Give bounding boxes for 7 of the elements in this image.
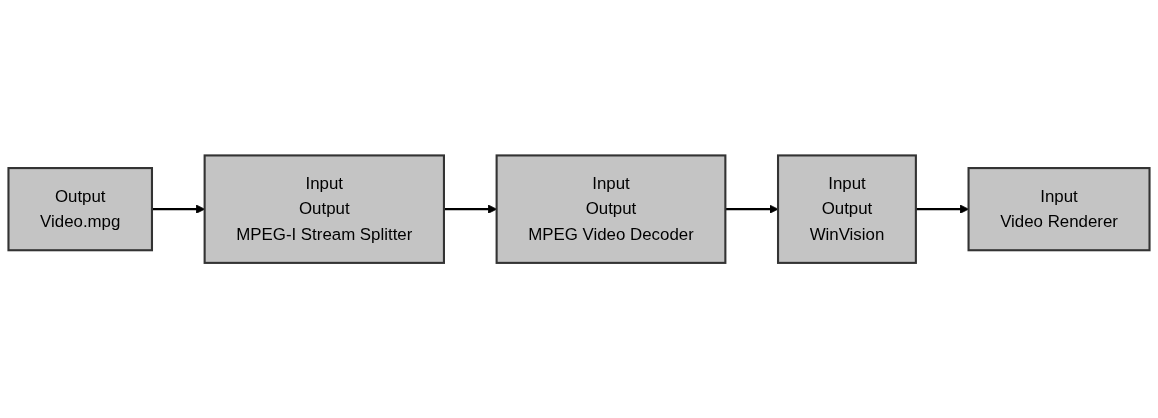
arrow (915, 204, 969, 214)
node-box: Input Output WinVision (777, 154, 917, 264)
node-box: Input Output MPEG Video Decoder (495, 154, 727, 264)
node-box: Output Video.mpg (7, 166, 153, 252)
node-box: Input Video Renderer (967, 166, 1151, 252)
node-box: Input Output MPEG-I Stream Splitter (203, 154, 445, 264)
arrow (725, 204, 779, 214)
